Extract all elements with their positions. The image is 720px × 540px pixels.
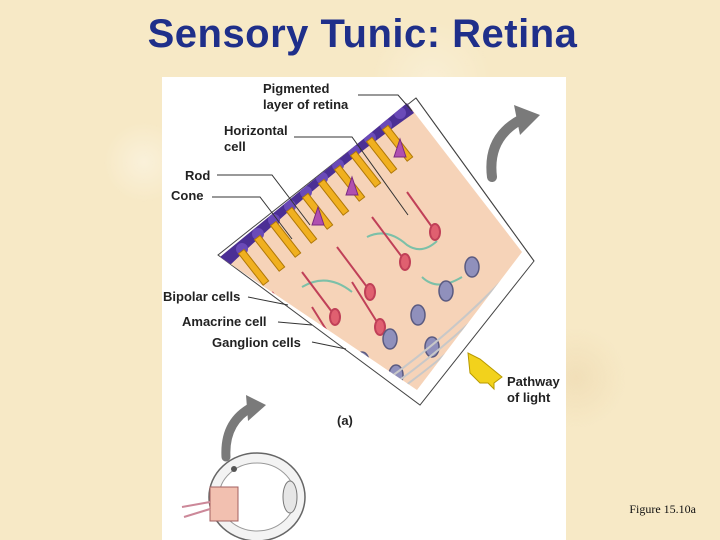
- label-pathway-of-light: Pathway of light: [507, 374, 560, 405]
- horizontal-cell-processes: [301, 232, 463, 293]
- label-pigmented-layer: Pigmented layer of retina: [263, 81, 349, 112]
- label-horizontal-cell: Horizontal cell: [224, 123, 288, 154]
- retina-figure: Pigmented layer of retina Horizontal cel…: [162, 77, 566, 540]
- curved-arrow-icon: [486, 105, 540, 182]
- light-arrow-icon: [467, 352, 503, 391]
- label-amacrine-cell: Amacrine cell: [182, 314, 267, 329]
- eye-cross-section-icon: [181, 452, 306, 540]
- photoreceptors: [237, 124, 414, 286]
- label-rod: Rod: [185, 168, 211, 183]
- slide-title: Sensory Tunic: Retina: [147, 12, 578, 56]
- retina-tissue: [220, 103, 522, 390]
- curved-arrow-lower-icon: [221, 395, 266, 462]
- figure-caption: Figure 15.10a: [629, 502, 696, 516]
- label-ganglion-cells: Ganglion cells: [212, 335, 301, 350]
- label-leaders: [212, 94, 413, 350]
- retina-diagram: [181, 94, 540, 540]
- panel-letter: (a): [337, 413, 353, 428]
- label-cone: Cone: [171, 188, 204, 203]
- pigmented-layer: [220, 103, 414, 267]
- label-bipolar-cells: Bipolar cells: [163, 289, 241, 304]
